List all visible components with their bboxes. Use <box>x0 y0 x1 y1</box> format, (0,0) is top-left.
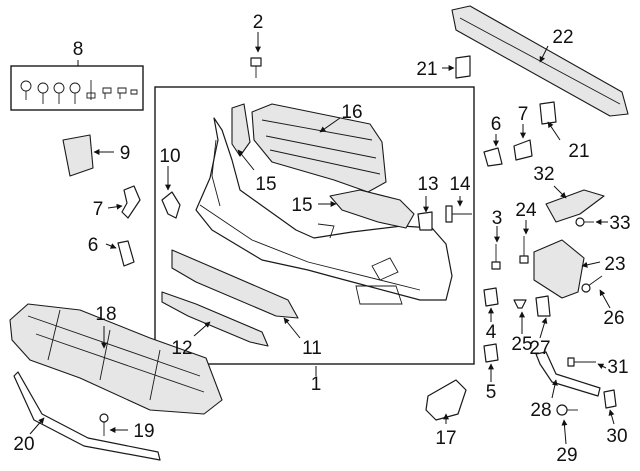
part-23-bracket <box>533 239 585 299</box>
callout-14: 14 <box>449 174 471 195</box>
callout-25: 25 <box>511 334 532 355</box>
callout-23: 23 <box>604 254 625 275</box>
part-24-bolt <box>519 236 529 264</box>
part-27-clip <box>535 295 551 317</box>
part-2-bolt <box>250 57 262 78</box>
callout-1: 1 <box>311 374 322 395</box>
part-9-pouch <box>62 134 94 177</box>
part-17-washer-cover <box>425 379 467 421</box>
part-8-hardware-kit <box>10 65 144 111</box>
callout-7-right: 7 <box>518 104 529 125</box>
callout-26: 26 <box>603 308 624 329</box>
part-10-cap <box>161 191 181 219</box>
callout-6-left: 6 <box>88 235 99 256</box>
part-16-upper-support <box>251 103 387 193</box>
callout-19: 19 <box>133 421 154 442</box>
part-33-screw <box>575 217 594 227</box>
part-32-bracket <box>545 189 605 223</box>
callout-21-right: 21 <box>568 141 589 162</box>
callout-24: 24 <box>515 200 537 221</box>
callout-11: 11 <box>302 338 322 359</box>
part-25-grommet <box>513 299 527 309</box>
part-21-block-right <box>539 101 557 125</box>
part-7-clip-right <box>513 139 533 161</box>
part-28-strap <box>535 351 601 397</box>
callout-21-top: 21 <box>416 59 437 80</box>
callout-20: 20 <box>13 434 34 455</box>
part-12-lower-strip <box>161 291 269 347</box>
part-18-undertray <box>9 303 223 415</box>
callout-16: 16 <box>341 102 362 123</box>
callout-28: 28 <box>530 400 551 421</box>
part-4-nut <box>483 287 499 307</box>
callout-2: 2 <box>253 12 264 33</box>
part-7-bracket-left <box>121 185 141 219</box>
callout-7-left: 7 <box>93 199 104 220</box>
part-15-guide-left <box>231 103 251 157</box>
part-11-lower-trim <box>171 249 299 319</box>
part-15-guide-right <box>329 189 415 229</box>
part-6-clip-left <box>117 240 135 267</box>
callout-13: 13 <box>417 174 438 195</box>
callout-30: 30 <box>606 426 627 447</box>
callout-27: 27 <box>529 338 550 359</box>
callout-12: 12 <box>171 338 192 359</box>
callout-10: 10 <box>159 146 180 167</box>
callout-17: 17 <box>435 428 456 449</box>
part-5-nut <box>483 343 499 363</box>
part-6-clip-right <box>483 147 503 167</box>
part-13-bracket <box>417 211 433 231</box>
callout-5: 5 <box>486 382 497 403</box>
callout-29: 29 <box>556 445 577 466</box>
callout-18: 18 <box>95 304 116 325</box>
part-21-block-top <box>455 55 471 79</box>
callout-8: 8 <box>73 39 84 60</box>
part-31-pin <box>567 357 596 367</box>
part-14-rivet <box>445 205 472 223</box>
part-1-bumper-cover <box>195 117 453 305</box>
callout-22: 22 <box>552 27 573 48</box>
callout-4: 4 <box>486 322 497 343</box>
callout-9: 9 <box>120 143 131 164</box>
part-20-lower-strip <box>13 371 161 461</box>
callout-31: 31 <box>607 357 628 378</box>
assembly-frame <box>154 86 475 365</box>
part-19-bolt <box>99 413 109 436</box>
part-29-bolt <box>556 404 578 416</box>
callout-32: 32 <box>533 164 554 185</box>
callout-15-left: 15 <box>255 174 276 195</box>
leader-lines <box>29 32 615 445</box>
callout-15-right: 15 <box>291 195 312 216</box>
callout-3: 3 <box>492 208 503 229</box>
callout-33: 33 <box>609 213 630 234</box>
callout-labels: 1 2 3 4 5 6 6 7 7 8 9 10 11 12 13 14 15 … <box>13 12 630 466</box>
part-3-bolt <box>491 244 501 270</box>
part-26-bolt <box>581 275 603 293</box>
part-30-clip <box>603 389 617 409</box>
callout-6-right: 6 <box>491 114 502 135</box>
